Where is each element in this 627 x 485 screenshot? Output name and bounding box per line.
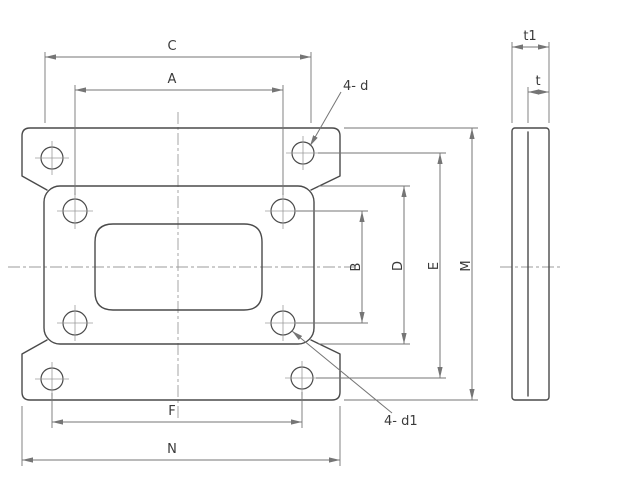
dim-label-a: A: [168, 72, 177, 87]
hole-mid-top-right: [265, 193, 301, 229]
dimension-a: A: [74, 72, 284, 195]
holes: [35, 136, 320, 396]
dimension-d: D: [318, 185, 410, 345]
leader-holes-bottom: 4- d1: [291, 330, 418, 429]
dim-label-c: C: [167, 39, 176, 54]
dim-label-d: D: [391, 261, 406, 271]
dimension-n: N: [21, 406, 341, 466]
bottom-flange-outline: [21, 339, 341, 401]
hole-bottom-left: [35, 362, 69, 396]
side-view: [511, 127, 550, 401]
hole-mid-top-left: [57, 193, 93, 229]
dimension-b: B: [296, 210, 368, 324]
dim-label-b: B: [349, 263, 364, 272]
dimension-f: F: [51, 392, 303, 428]
top-flange-outline: [21, 127, 341, 191]
leader-holes-top: 4- d: [309, 79, 368, 147]
dim-label-t1: t1: [523, 29, 536, 44]
dim-label-e: E: [427, 262, 442, 270]
side-view-outline: [511, 127, 550, 401]
dim-label-t: t: [535, 74, 540, 89]
mid-plate-outline: [43, 185, 315, 345]
label-holes-top: 4- d: [343, 79, 368, 94]
leader-line: [309, 91, 342, 147]
hole-top-left: [35, 141, 69, 175]
hole-mid-bottom-left: [57, 305, 93, 341]
hole-top-right: [286, 136, 320, 170]
dim-label-m: M: [459, 260, 474, 271]
hole-bottom-right: [285, 361, 319, 395]
dimension-m: M: [344, 127, 478, 401]
centerlines: [8, 112, 561, 420]
label-holes-bottom: 4- d1: [384, 414, 418, 429]
dimension-t1: t1: [511, 29, 550, 123]
dimension-e: E: [316, 152, 446, 379]
dim-label-n: N: [167, 442, 177, 457]
dim-label-f: F: [168, 404, 175, 419]
dimension-t: t: [527, 74, 549, 123]
dimension-c: C: [44, 39, 312, 123]
center-boss-outline: [94, 223, 263, 311]
leader-line: [291, 330, 393, 414]
hole-mid-bottom-right: [265, 305, 301, 341]
front-view: [21, 127, 341, 401]
